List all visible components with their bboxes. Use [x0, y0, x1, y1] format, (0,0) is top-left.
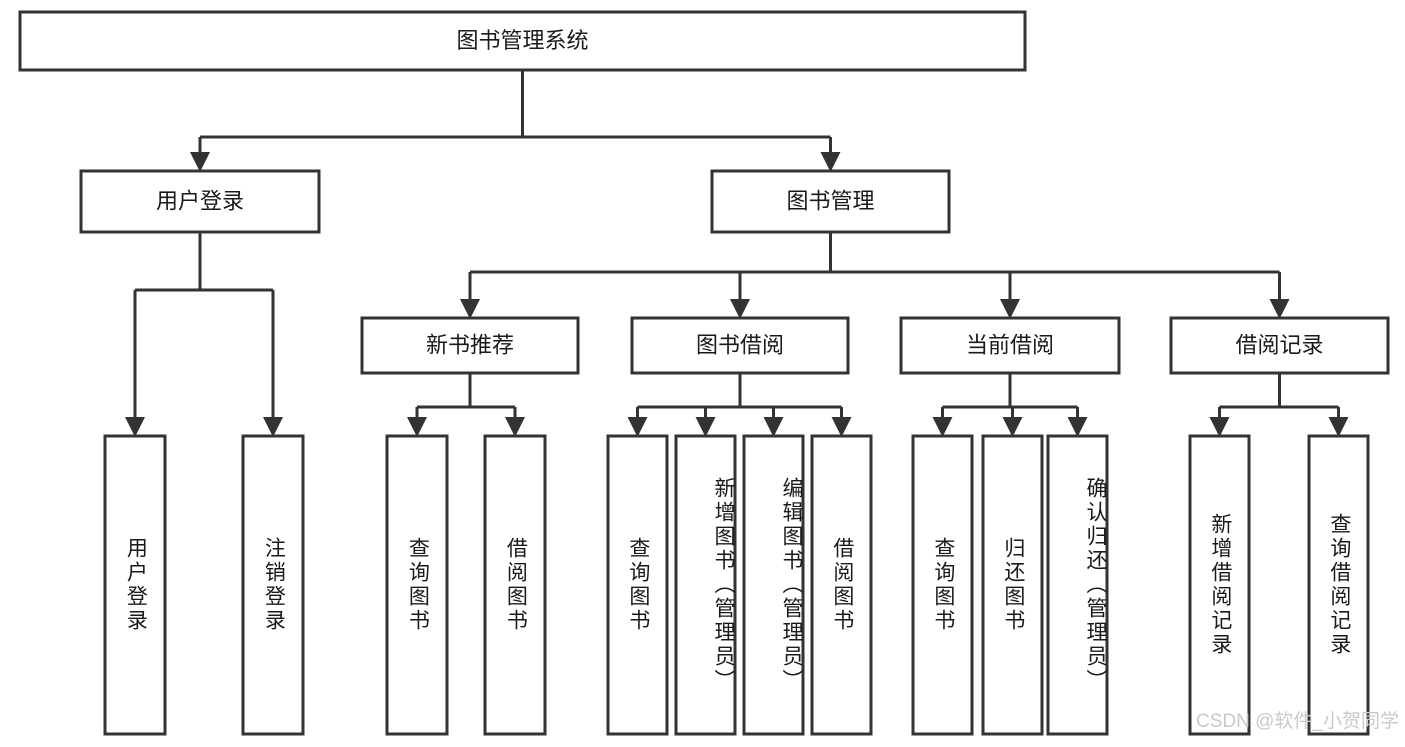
edge-group-root-to-level2 [190, 70, 841, 172]
arrow-leaf-query-book-1 [407, 417, 427, 437]
node-book-borrow-box[interactable] [630, 316, 850, 375]
arrow-to-newbook [460, 299, 480, 319]
arrow-leaf-query-record [1328, 417, 1349, 437]
node-borrow-record-label: 借阅记录 [1235, 332, 1323, 357]
node-root[interactable]: 图书管理系统 [18, 10, 1027, 72]
arrow-to-borrow-record [1269, 299, 1290, 319]
arrow-leaf-borrow-book-1 [505, 417, 525, 437]
node-current-borrow-box[interactable] [899, 316, 1121, 375]
node-new-book-recommend-label: 新书推荐 [426, 332, 514, 357]
leaf-box-group [103, 434, 1370, 736]
node-user-login-label: 用户登录 [156, 188, 244, 213]
leaf-box-edit-book-admin[interactable] [742, 434, 805, 736]
edge-group-bookmgmt-to-level3 [460, 232, 1290, 319]
leaf-box-confirm-return-admin[interactable] [1046, 434, 1109, 736]
node-new-book-recommend-box[interactable] [360, 316, 580, 375]
leaf-box-borrow-book-2[interactable] [810, 434, 873, 736]
node-borrow-record-box[interactable] [1169, 316, 1390, 375]
leaf-box-query-book-2[interactable] [606, 434, 669, 736]
node-book-management[interactable]: 图书管理 [710, 169, 951, 234]
arrow-leaf-add-book [695, 417, 716, 437]
arrow-leaf-edit-book [763, 417, 784, 437]
arrow-leaf-user-login [125, 417, 145, 437]
arrow-leaf-query-book-3 [932, 417, 953, 437]
node-book-management-box[interactable] [710, 169, 951, 234]
leaf-box-query-book-3[interactable] [911, 434, 974, 736]
node-root-box[interactable] [18, 10, 1027, 72]
edge-group-currentborrow-to-leaves [932, 373, 1088, 437]
leaf-box-borrow-book-1[interactable] [483, 434, 547, 736]
leaf-box-add-borrow-record[interactable] [1188, 434, 1251, 736]
arrow-leaf-return-book [1002, 417, 1023, 437]
arrow-to-book-mgmt [820, 152, 841, 172]
arrow-to-borrow [730, 299, 750, 319]
arrow-leaf-query-book-2 [627, 417, 648, 437]
node-root-label: 图书管理系统 [456, 28, 588, 53]
arrow-leaf-logout [263, 417, 283, 437]
leaf-box-logout[interactable] [241, 434, 305, 736]
edge-group-borrowrecord-to-leaves [1209, 373, 1349, 437]
node-book-borrow-label: 图书借阅 [696, 332, 784, 357]
arrow-to-current-borrow [1000, 299, 1020, 319]
node-borrow-record[interactable]: 借阅记录 [1169, 316, 1390, 375]
node-book-borrow[interactable]: 图书借阅 [630, 316, 850, 375]
arrow-leaf-confirm-return [1067, 417, 1088, 437]
edge-group-newbook-to-leaves [407, 373, 525, 437]
csdn-watermark: CSDN @软件_小贺同学 [1196, 711, 1399, 732]
arrow-leaf-borrow-book-2 [831, 417, 852, 437]
arrow-to-user-login [190, 152, 210, 172]
node-user-login-box[interactable] [79, 169, 321, 234]
edge-group-borrow-to-leaves [627, 373, 852, 437]
leaf-box-query-borrow-record[interactable] [1307, 434, 1370, 736]
node-current-borrow[interactable]: 当前借阅 [899, 316, 1121, 375]
leaf-box-query-book-1[interactable] [385, 434, 449, 736]
node-new-book-recommend[interactable]: 新书推荐 [360, 316, 580, 375]
arrow-leaf-add-record [1209, 417, 1230, 437]
node-book-management-label: 图书管理 [786, 188, 874, 213]
leaf-box-add-book-admin[interactable] [674, 434, 737, 736]
node-user-login[interactable]: 用户登录 [79, 169, 321, 234]
leaf-box-return-book[interactable] [981, 434, 1044, 736]
leaf-box-user-login[interactable] [103, 434, 167, 736]
edge-group-userlogin-to-leaves [125, 232, 283, 437]
node-current-borrow-label: 当前借阅 [966, 332, 1054, 357]
